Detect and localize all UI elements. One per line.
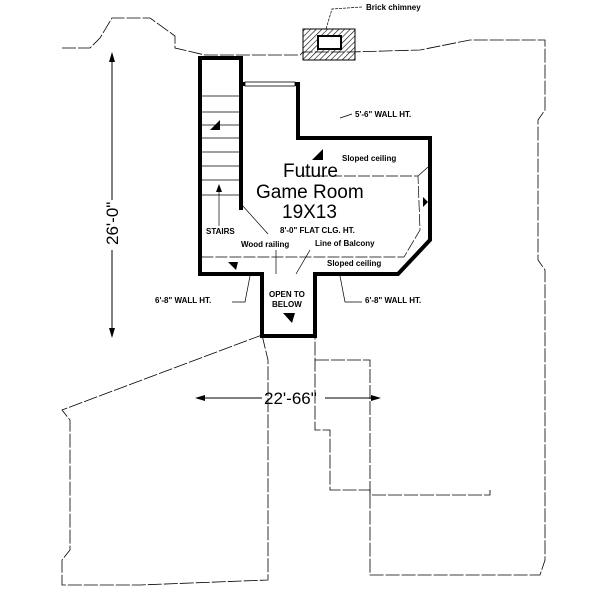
- slope-marker: [312, 149, 323, 160]
- open-to-below-line2: BELOW: [272, 300, 302, 309]
- house-notch: [315, 359, 491, 496]
- sloped-ceiling-top: Sloped ceiling: [342, 154, 396, 163]
- sloped-ceiling-line: [202, 175, 421, 258]
- sloped-ceiling-bottom: Sloped ceiling: [327, 259, 381, 268]
- room-name-line2: Game Room: [256, 182, 364, 203]
- stairs: STAIRS: [202, 58, 243, 236]
- wall-height-left: 6'-8" WALL HT.: [155, 296, 211, 305]
- house-outline: [61, 17, 546, 586]
- wall-height-right: 6'-8" WALL HT.: [365, 296, 421, 305]
- room-size: 19X13: [282, 202, 337, 223]
- brick-chimney: Brick chimney: [302, 3, 421, 61]
- wall-height-top: 5'-6" WALL HT.: [355, 110, 411, 119]
- dimension-vertical: 26'-0": [103, 52, 122, 338]
- balcony-label: Line of Balcony: [315, 239, 375, 248]
- open-to-below-line1: OPEN TO: [269, 290, 305, 299]
- room-name-line1: Future: [283, 161, 338, 182]
- chimney-label: Brick chimney: [366, 3, 421, 12]
- dim-horizontal-label: 22'-66": [264, 389, 317, 408]
- window: [244, 81, 296, 87]
- stairs-label: STAIRS: [206, 227, 235, 236]
- dim-vertical-label: 26'-0": [103, 202, 122, 245]
- wood-railing-label: Wood railing: [241, 240, 289, 249]
- ceiling-height: 8'-0" FLAT CLG. HT.: [280, 226, 355, 235]
- dimension-horizontal: 22'-66": [195, 389, 381, 408]
